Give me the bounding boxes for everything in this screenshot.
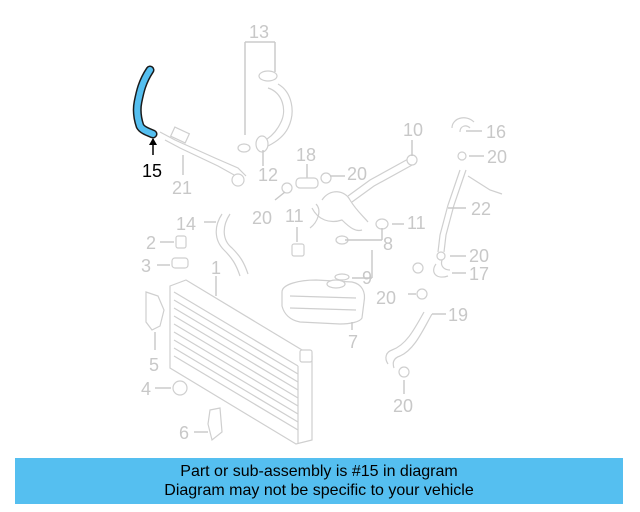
part-15-hose-highlighted[interactable] [132, 65, 158, 139]
callout-12: 12 [258, 165, 278, 185]
info-banner: Part or sub-assembly is #15 in diagram D… [15, 458, 623, 504]
callout-5: 5 [149, 355, 159, 375]
callout-15: 15 [142, 161, 162, 181]
part-14-hose [215, 213, 249, 277]
callout-20a: 20 [347, 164, 367, 184]
callout-13: 13 [249, 22, 269, 42]
part-19-hose [385, 311, 433, 369]
part-17-hose [433, 259, 451, 278]
callout-20f: 20 [393, 396, 413, 416]
part-21-pipe [159, 126, 247, 187]
callout-11a: 11 [285, 206, 304, 226]
part-3-cap [171, 257, 189, 269]
callout-14: 14 [176, 214, 196, 234]
callout-16: 16 [486, 122, 506, 142]
part-22-pipe [437, 169, 503, 253]
callout-20d: 20 [469, 246, 489, 266]
callout-11b: 11 [407, 213, 426, 233]
callout-20c: 20 [487, 147, 507, 167]
callout-6: 6 [179, 423, 189, 443]
callout-7: 7 [348, 332, 358, 352]
part-20-clamp-pair [412, 262, 428, 300]
callout-17: 17 [469, 264, 489, 284]
part-12-hose [237, 70, 293, 153]
part-1-radiator [169, 279, 313, 445]
parts-diagram: 15 21 13 12 18 20 20 10 [132, 22, 507, 445]
callout-9: 9 [362, 268, 372, 288]
callout-4: 4 [141, 379, 151, 399]
callout-1: 1 [211, 258, 221, 278]
banner-line-2: Diagram may not be specific to your vehi… [164, 482, 474, 499]
part-10-pipe [347, 154, 418, 203]
part-8-hose [309, 191, 389, 245]
part-18-hose [295, 172, 332, 189]
leader-15-arrow [149, 138, 157, 145]
part-6-bracket [207, 407, 223, 442]
part-2-plug [175, 235, 187, 249]
callout-20e: 20 [376, 288, 396, 308]
callout-22: 22 [471, 199, 491, 219]
callout-21: 21 [172, 178, 192, 198]
banner-line-1: Part or sub-assembly is #15 in diagram [180, 463, 458, 480]
callout-19: 19 [448, 305, 468, 325]
callout-3: 3 [141, 256, 151, 276]
callout-20b: 20 [252, 208, 272, 228]
callout-10: 10 [403, 120, 423, 140]
part-5-bracket [145, 291, 165, 331]
part-16-hose [451, 117, 475, 133]
callout-8: 8 [383, 234, 393, 254]
callout-2: 2 [146, 233, 156, 253]
part-11-clip [291, 243, 305, 257]
part-7-expansion-tank [281, 279, 366, 325]
part-4-cap [172, 380, 188, 396]
callout-18: 18 [296, 145, 316, 165]
